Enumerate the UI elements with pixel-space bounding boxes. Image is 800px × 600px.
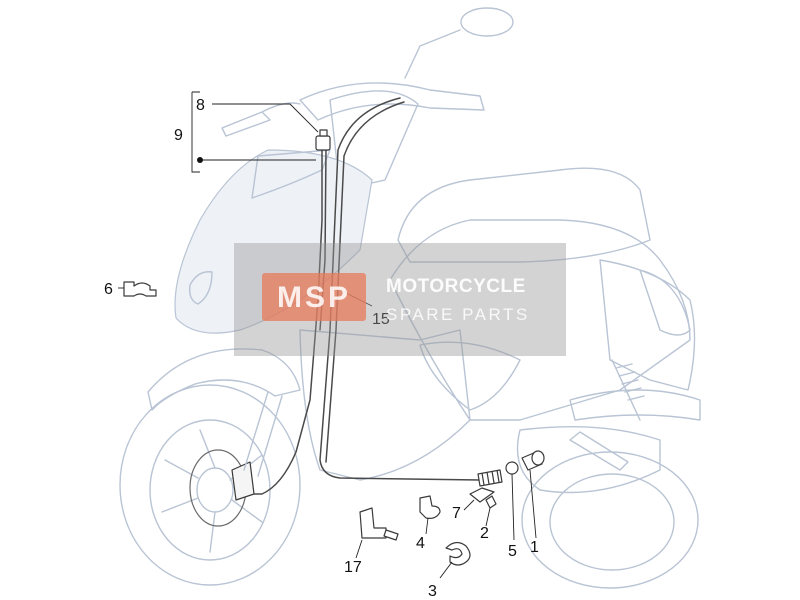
tail-light bbox=[639, 269, 691, 336]
front-fender bbox=[147, 348, 301, 411]
callout-17: 17 bbox=[344, 559, 362, 576]
part-7-bracket bbox=[469, 487, 495, 503]
parts bbox=[123, 129, 545, 566]
cable-spring-coils bbox=[481, 469, 500, 486]
front-tire bbox=[119, 384, 301, 586]
callout-8: 8 bbox=[196, 97, 205, 114]
rear-body bbox=[599, 259, 696, 391]
callout-1: 1 bbox=[530, 539, 539, 556]
engine-case bbox=[516, 425, 661, 494]
leader-9-dot bbox=[197, 157, 203, 163]
mirror-stem bbox=[404, 29, 461, 79]
cable-right-run bbox=[319, 97, 481, 481]
body-side bbox=[389, 219, 691, 421]
callout-9: 9 bbox=[174, 127, 183, 144]
part-6-clip bbox=[123, 281, 157, 297]
headlight bbox=[188, 271, 213, 305]
handlebar bbox=[299, 82, 485, 121]
part-2-screw bbox=[485, 495, 497, 509]
watermark-logo: MSP bbox=[262, 273, 366, 321]
rear-shock-spring bbox=[615, 363, 645, 401]
leader-5 bbox=[511, 473, 515, 541]
kickstart-pedal bbox=[569, 431, 629, 471]
watermark-logo-text: MSP bbox=[276, 281, 351, 314]
cable-terminal bbox=[315, 135, 331, 151]
leader-8 bbox=[212, 103, 319, 133]
leader-7 bbox=[463, 499, 475, 511]
part-1-drive-cap bbox=[531, 450, 545, 466]
front-fork bbox=[243, 391, 283, 477]
callout-7: 7 bbox=[452, 505, 461, 522]
leader-9-bracket bbox=[191, 91, 200, 173]
leader-1 bbox=[529, 469, 537, 539]
part-17-bracket bbox=[359, 507, 387, 539]
callout-5: 5 bbox=[508, 543, 517, 560]
cable-left-run bbox=[253, 145, 323, 495]
leader-17 bbox=[355, 539, 363, 559]
leader-3 bbox=[439, 561, 453, 579]
callout-15: 15 bbox=[372, 311, 390, 328]
callout-3: 3 bbox=[428, 583, 437, 600]
speedometer-cable bbox=[253, 97, 481, 495]
part-5-nut bbox=[505, 461, 519, 475]
callout-4: 4 bbox=[416, 535, 425, 552]
mirror bbox=[460, 7, 514, 37]
callout-2: 2 bbox=[480, 525, 489, 542]
rear-rim bbox=[549, 473, 675, 571]
front-shield bbox=[174, 149, 373, 334]
part-17-screw bbox=[383, 529, 399, 541]
cable-terminal-cap bbox=[319, 129, 328, 137]
callout-labels: 8 9 6 15 17 4 7 2 5 1 3 bbox=[104, 97, 539, 600]
leader-2 bbox=[485, 507, 491, 527]
seat bbox=[397, 167, 651, 263]
brake-caliper bbox=[231, 461, 255, 501]
steering-column bbox=[329, 90, 419, 191]
part-4-clip bbox=[419, 495, 441, 519]
callout-6: 6 bbox=[104, 281, 113, 298]
watermark-line-1: MOTORCYCLE bbox=[386, 276, 526, 297]
exhaust bbox=[569, 389, 701, 421]
front-hub bbox=[196, 467, 234, 513]
left-grip bbox=[221, 111, 271, 137]
part-3-clamp bbox=[445, 541, 471, 566]
watermark-line-2: SPARE PARTS bbox=[386, 305, 530, 324]
leader-4 bbox=[425, 517, 429, 535]
watermark: MSP MOTORCYCLE SPARE PARTS bbox=[234, 243, 566, 356]
side-panel-recess bbox=[419, 341, 521, 411]
rear-tire bbox=[521, 451, 699, 589]
cable-right-run-2 bbox=[325, 101, 405, 463]
